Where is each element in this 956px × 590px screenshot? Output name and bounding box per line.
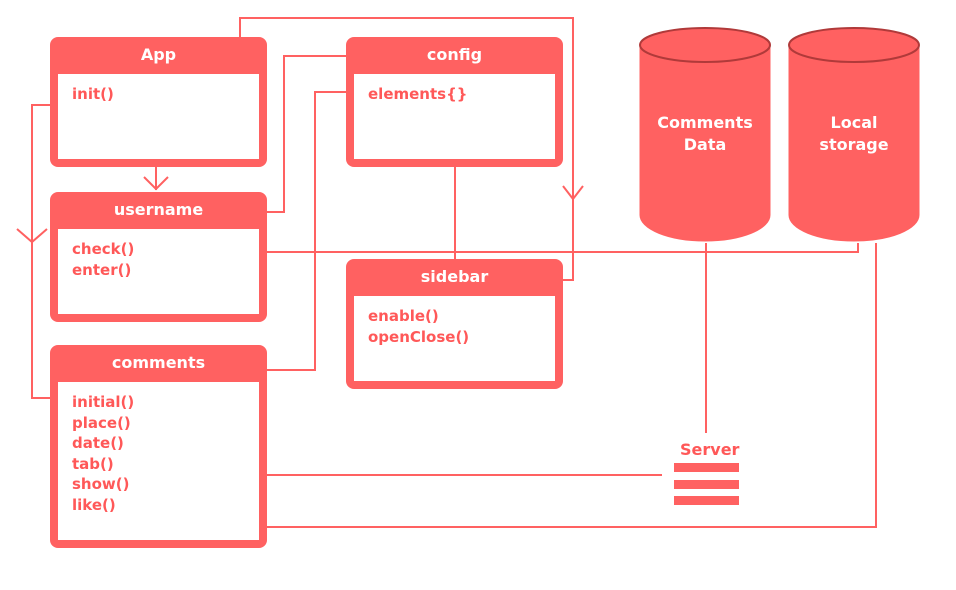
connector-app-sidebar: [239, 17, 574, 281]
app-methods: init(): [58, 74, 259, 159]
connector-config-username: [267, 55, 346, 213]
method-like: like(): [72, 495, 116, 514]
comments-class-box: comments initial() place() date() tab() …: [50, 345, 267, 548]
method-place: place(): [72, 413, 131, 432]
comments-data-label: Comments Data: [640, 112, 770, 156]
connector-config-comments: [267, 91, 346, 371]
config-title: config: [426, 45, 483, 64]
username-class-box: username check() enter(): [50, 192, 267, 322]
sidebar-class-box: sidebar enable() openClose(): [346, 259, 563, 389]
config-methods: elements{}: [354, 74, 555, 159]
comments-data-label-line1: Comments: [657, 113, 753, 132]
arrowhead-username: [143, 176, 169, 191]
method-date: date(): [72, 434, 124, 452]
connector-comments-localstorage: [267, 243, 877, 528]
comments-data-cylinder-icon: [639, 27, 771, 242]
arrowhead-sidebar: [562, 185, 584, 201]
method-show: show(): [72, 475, 130, 493]
local-storage-label-line1: Local: [830, 113, 878, 132]
server-label: Server: [680, 440, 740, 459]
method-enter: enter(): [72, 260, 132, 279]
sidebar-title: sidebar: [420, 267, 489, 286]
username-methods: check() enter(): [58, 229, 259, 314]
local-storage-label: Local storage: [789, 112, 919, 156]
method-enable: enable(): [368, 307, 439, 325]
username-title: username: [113, 200, 204, 219]
connector-app-comments: [31, 104, 50, 399]
method-openclose: openClose(): [368, 327, 470, 346]
method-elements: elements{}: [368, 85, 468, 103]
arrowhead-left: [16, 228, 48, 244]
comments-methods: initial() place() date() tab() show() li…: [58, 382, 259, 540]
local-storage-label-line2: storage: [819, 135, 889, 154]
method-init: init(): [72, 85, 114, 103]
sidebar-methods: enable() openClose(): [354, 296, 555, 381]
connector-username-localstorage: [267, 243, 859, 253]
comments-data-label-line2: Data: [683, 135, 727, 154]
method-tab: tab(): [72, 454, 114, 473]
app-class-box: App init(): [50, 37, 267, 167]
config-class-box: config elements{}: [346, 37, 563, 167]
method-initial: initial(): [72, 393, 135, 411]
method-check: check(): [72, 240, 135, 258]
comments-title: comments: [111, 353, 206, 372]
app-title: App: [140, 45, 177, 64]
server-stack-icon: [674, 463, 739, 505]
local-storage-cylinder-icon: [788, 27, 920, 242]
